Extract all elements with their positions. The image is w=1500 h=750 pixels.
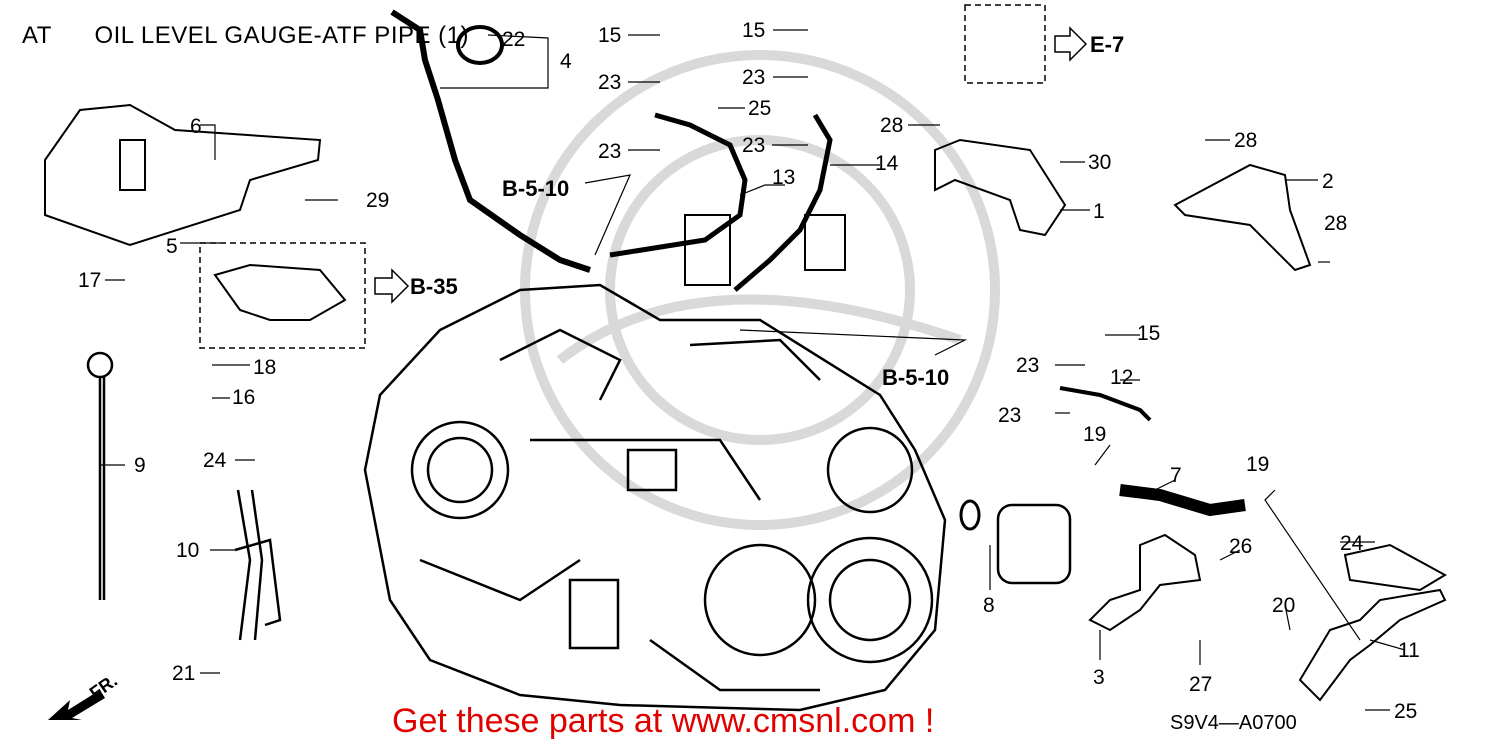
leader-lines bbox=[100, 29, 1406, 711]
e7-reference-arrow bbox=[1054, 26, 1088, 62]
callout-23e: 23 bbox=[1016, 354, 1039, 377]
part-10-tube bbox=[234, 489, 282, 641]
part-13-pipe bbox=[609, 112, 748, 258]
part-7-hose bbox=[1119, 484, 1246, 517]
callout-1: 1 bbox=[1093, 200, 1105, 223]
transmission-case bbox=[363, 283, 947, 712]
callout-2: 2 bbox=[1322, 170, 1334, 193]
callout-19b: 19 bbox=[1246, 453, 1269, 476]
b35-subassembly-box bbox=[199, 242, 366, 349]
part-8-filter bbox=[996, 503, 1072, 585]
callout-24a: 24 bbox=[203, 449, 227, 472]
callout-24b: 24 bbox=[1340, 532, 1364, 555]
part-14-pipe bbox=[733, 113, 833, 292]
callout-10: 10 bbox=[176, 539, 199, 562]
ref-e-7: E-7 bbox=[1090, 32, 1124, 57]
callout-15a: 15 bbox=[598, 24, 621, 47]
ref-b-5-10-right: B-5-10 bbox=[882, 365, 949, 390]
callout-25a: 25 bbox=[748, 97, 771, 120]
callout-30: 30 bbox=[1088, 151, 1111, 174]
callout-15c: 15 bbox=[1137, 322, 1160, 345]
callout-11: 11 bbox=[1398, 639, 1420, 662]
callout-18: 18 bbox=[253, 356, 276, 379]
diagram-code: S9V4—A0700 bbox=[1170, 712, 1297, 734]
part-1-bracket bbox=[934, 138, 1067, 237]
part-8-seal bbox=[959, 499, 981, 531]
callout-13: 13 bbox=[772, 166, 795, 189]
callout-12: 12 bbox=[1110, 366, 1133, 389]
b35-reference-arrow bbox=[374, 268, 410, 304]
part-3-bracket bbox=[1088, 533, 1202, 632]
part-14-bracket bbox=[804, 214, 846, 271]
part-5-lever bbox=[213, 263, 347, 321]
callout-23a: 23 bbox=[598, 71, 621, 94]
callout-21: 21 bbox=[172, 662, 195, 685]
callout-8: 8 bbox=[983, 594, 995, 617]
callout-20: 20 bbox=[1272, 594, 1295, 617]
callout-28a: 28 bbox=[880, 114, 903, 137]
section-reference-labels: B-5-10 B-5-10 B-35 E-7 bbox=[410, 32, 1124, 390]
callout-26: 26 bbox=[1229, 535, 1252, 558]
callout-15b: 15 bbox=[742, 19, 765, 42]
front-direction-arrow: FR. bbox=[48, 670, 121, 720]
ref-b-5-10-left: B-5-10 bbox=[502, 176, 569, 201]
callout-3: 3 bbox=[1093, 666, 1105, 689]
callout-19a: 19 bbox=[1083, 423, 1106, 446]
part-11-bracket bbox=[1298, 588, 1447, 702]
callout-23d: 23 bbox=[742, 134, 765, 157]
page-title: AT OIL LEVEL GAUGE-ATF PIPE (1) bbox=[22, 22, 469, 49]
callout-17: 17 bbox=[78, 269, 101, 292]
ref-b-35: B-35 bbox=[410, 274, 458, 299]
callout-labels: 1 2 3 4 5 6 7 8 9 10 11 12 13 14 15 15 1… bbox=[78, 19, 1420, 723]
callout-6: 6 bbox=[190, 115, 202, 138]
callout-29: 29 bbox=[366, 189, 389, 212]
e7-subassembly-box bbox=[964, 4, 1046, 84]
part-12-pipe bbox=[1059, 386, 1152, 422]
cmsnl-link[interactable]: Get these parts at www.cmsnl.com ! bbox=[392, 702, 935, 740]
part-13-bracket bbox=[684, 214, 731, 286]
part-22-clamp bbox=[456, 25, 504, 65]
callout-28b: 28 bbox=[1234, 129, 1257, 152]
part-6-cover bbox=[44, 103, 322, 247]
callout-4: 4 bbox=[560, 50, 572, 73]
part-24-bracket bbox=[1343, 543, 1448, 592]
callout-28c: 28 bbox=[1324, 212, 1347, 235]
part-2-bracket bbox=[1173, 163, 1312, 272]
callout-14: 14 bbox=[875, 152, 899, 175]
callout-22: 22 bbox=[502, 28, 525, 51]
callout-7: 7 bbox=[1170, 464, 1182, 487]
callout-23f: 23 bbox=[998, 404, 1021, 427]
callout-25b: 25 bbox=[1394, 700, 1417, 723]
callout-5: 5 bbox=[166, 235, 178, 258]
callout-16: 16 bbox=[232, 386, 255, 409]
callout-9: 9 bbox=[134, 454, 146, 477]
callout-23c: 23 bbox=[742, 66, 765, 89]
callout-23b: 23 bbox=[598, 140, 621, 163]
callout-27: 27 bbox=[1189, 673, 1212, 696]
part-4-dipstick-tube bbox=[390, 9, 591, 273]
part-9-dipstick bbox=[86, 351, 114, 600]
